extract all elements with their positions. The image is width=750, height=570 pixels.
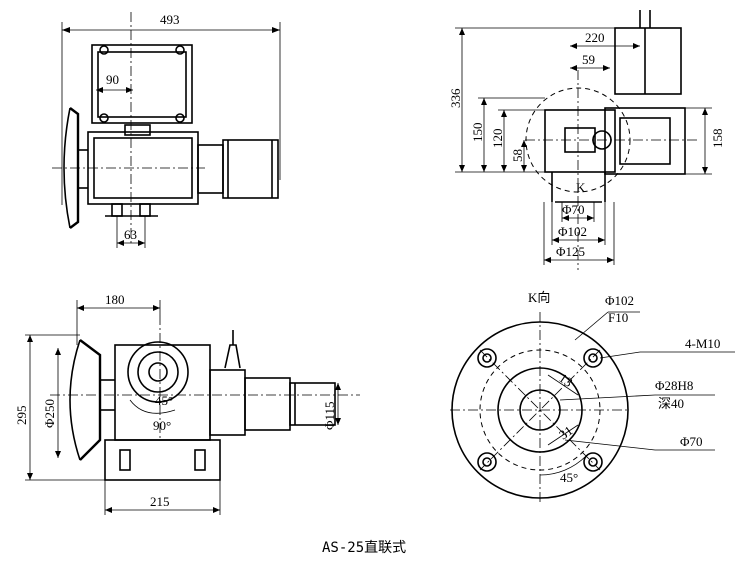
label-bolts: 4-M10 — [685, 336, 720, 351]
dim-phi125: Φ125 — [556, 244, 585, 259]
dim-336: 336 — [448, 88, 463, 108]
dim-120: 120 — [490, 129, 505, 149]
angle-90: 90° — [153, 418, 171, 433]
dim-220: 220 — [585, 30, 605, 45]
dim-63: 63 — [124, 227, 137, 242]
label-k: K — [576, 180, 586, 195]
dim-phi70: Φ70 — [562, 202, 585, 217]
dim-31: 31 — [556, 423, 575, 443]
angle-45: 45° — [560, 470, 578, 485]
top-left-view: 493 90 — [52, 12, 281, 248]
bottom-right-view: K向 Φ102 F10 4-M10 Φ28H8 深40 Φ70 — [450, 290, 735, 505]
angle-45: 45° — [155, 393, 173, 408]
dim-58: 58 — [510, 149, 525, 162]
dim-295: 295 — [14, 406, 29, 426]
dim-180: 180 — [105, 292, 125, 307]
dim-phi102: Φ102 — [558, 224, 587, 239]
dim-width: 493 — [160, 12, 180, 27]
dim-phi115: Φ115 — [322, 401, 337, 430]
dim-90: 90 — [106, 72, 119, 87]
label-k-direction: K向 — [528, 290, 550, 305]
dim-215: 215 — [150, 494, 170, 509]
dim-phi250: Φ250 — [42, 399, 57, 428]
label-phi70: Φ70 — [680, 434, 703, 449]
label-f10: F10 — [608, 310, 628, 325]
label-phi28: Φ28H8 — [655, 378, 693, 393]
dim-59: 59 — [582, 52, 595, 67]
dim-150: 150 — [470, 123, 485, 143]
bolt-holes — [477, 348, 603, 472]
label-phi102: Φ102 — [605, 293, 634, 308]
dim-158: 158 — [710, 129, 725, 149]
top-right-view: K 220 59 336 150 120 58 — [448, 10, 725, 270]
bottom-left-view: 180 45° 90° 295 — [14, 292, 360, 515]
label-depth: 深40 — [658, 396, 684, 411]
drawing-caption: AS-25直联式 — [322, 539, 406, 556]
